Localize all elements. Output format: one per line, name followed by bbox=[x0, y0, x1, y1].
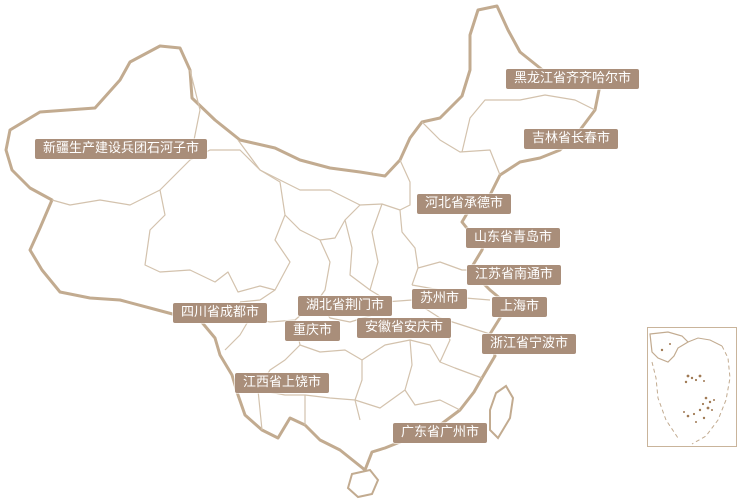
china-outline bbox=[4, 4, 602, 472]
city-label-suzhou[interactable]: 苏州市 bbox=[412, 289, 468, 309]
south-china-sea-inset bbox=[647, 327, 737, 447]
city-label-anqing[interactable]: 安徽省安庆市 bbox=[357, 318, 452, 338]
city-label-shanghai[interactable]: 上海市 bbox=[492, 297, 548, 317]
city-label-qiqihar[interactable]: 黑龙江省齐齐哈尔市 bbox=[506, 69, 640, 89]
city-label-guangzhou[interactable]: 广东省广州市 bbox=[393, 423, 488, 443]
city-label-chongqing[interactable]: 重庆市 bbox=[285, 321, 341, 341]
inset-map bbox=[649, 331, 731, 445]
city-label-qingdao[interactable]: 山东省青岛市 bbox=[466, 228, 561, 248]
city-label-shangrao[interactable]: 江西省上饶市 bbox=[235, 373, 330, 393]
city-label-chengde[interactable]: 河北省承德市 bbox=[417, 194, 512, 214]
city-label-ningbo[interactable]: 浙江省宁波市 bbox=[482, 334, 577, 354]
city-label-shihezi[interactable]: 新疆生产建设兵团石河子市 bbox=[35, 139, 208, 159]
province-borders bbox=[51, 69, 596, 431]
city-label-jingmen[interactable]: 湖北省荆门市 bbox=[298, 296, 393, 316]
hainan-island bbox=[346, 468, 380, 499]
city-label-changchun[interactable]: 吉林省长春市 bbox=[524, 129, 619, 149]
city-label-chengdu[interactable]: 四川省成都市 bbox=[173, 303, 268, 323]
taiwan-island bbox=[489, 384, 515, 440]
city-label-nantong[interactable]: 江苏省南通市 bbox=[467, 265, 562, 285]
